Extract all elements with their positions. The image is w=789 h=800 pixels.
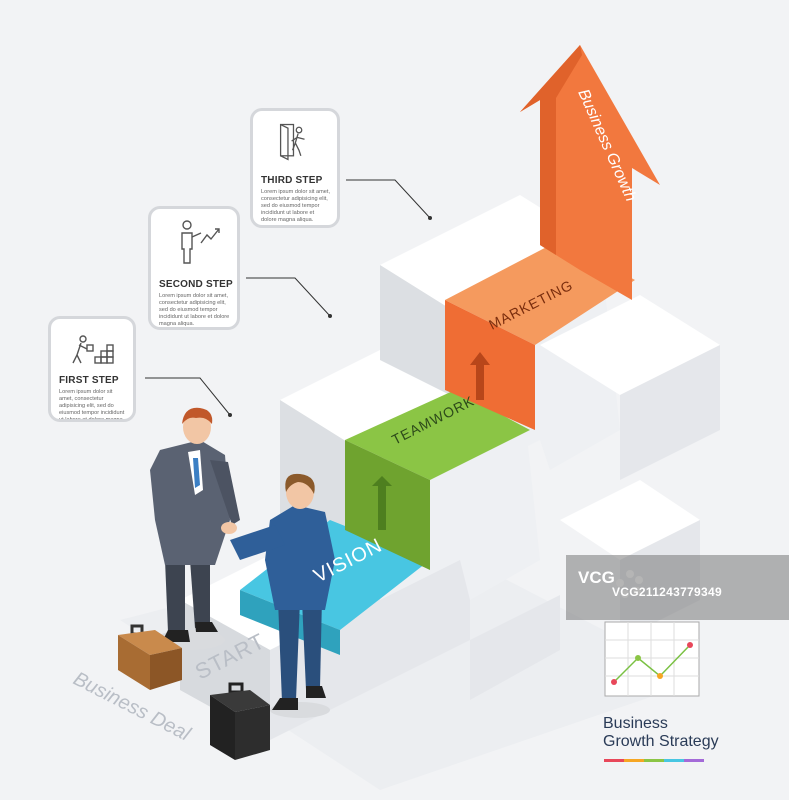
legend-bar-blue bbox=[664, 759, 684, 762]
legend-color-bar bbox=[604, 759, 704, 762]
connector-third-dot bbox=[428, 216, 432, 220]
exit-door-icon bbox=[279, 123, 305, 161]
third-step-body: Lorem ipsum dolor sit amet, consectetur … bbox=[261, 189, 331, 223]
stair-3-side bbox=[380, 265, 460, 400]
growth-arrow-shade bbox=[520, 45, 582, 255]
briefcase-black bbox=[210, 682, 270, 760]
third-step-title: THIRD STEP bbox=[261, 175, 323, 186]
legend-bar-red bbox=[604, 759, 624, 762]
first-step-card: FIRST STEP Lorem ipsum dolor sit amet, c… bbox=[48, 316, 136, 422]
legend-title: Business Growth Strategy bbox=[603, 715, 719, 751]
legend-bar-purple bbox=[684, 759, 704, 762]
marketing-arrow-icon bbox=[470, 352, 490, 400]
stair-6-front bbox=[470, 595, 560, 700]
teamwork-top bbox=[345, 390, 530, 480]
presenter-chart-icon bbox=[181, 220, 220, 264]
connector-first-dot bbox=[228, 413, 232, 417]
second-step-title: SECOND STEP bbox=[159, 279, 233, 290]
stair-4-front bbox=[620, 345, 720, 480]
connector-second-dot bbox=[328, 314, 332, 318]
stair-4-top bbox=[540, 295, 720, 395]
teamwork-front bbox=[345, 440, 430, 570]
second-step-card: SECOND STEP Lorem ipsum dolor sit amet, … bbox=[148, 206, 240, 330]
teamwork-arrow-icon bbox=[372, 476, 392, 530]
businessman-right bbox=[221, 473, 335, 718]
watermark-logo: VCG bbox=[578, 568, 615, 587]
first-step-title: FIRST STEP bbox=[59, 375, 119, 386]
legend-chart bbox=[604, 621, 700, 697]
watermark-code: VCG211243779349 bbox=[612, 585, 722, 599]
briefcase-brown bbox=[118, 624, 182, 690]
legend-title-line1: Business bbox=[603, 715, 668, 732]
worker-boxes-icon bbox=[72, 335, 114, 364]
legend-bar-green bbox=[644, 759, 664, 762]
watermark-panel bbox=[566, 555, 789, 620]
connector-second bbox=[246, 277, 331, 317]
connector-third bbox=[346, 179, 431, 219]
first-step-body: Lorem ipsum dolor sit amet, consectetur … bbox=[59, 389, 125, 422]
stair-5-top bbox=[560, 480, 700, 560]
legend-title-line2: Growth Strategy bbox=[603, 733, 719, 750]
second-step-body: Lorem ipsum dolor sit amet, consectetur … bbox=[159, 293, 230, 327]
third-step-card: THIRD STEP Lorem ipsum dolor sit amet, c… bbox=[250, 108, 340, 228]
businessman-left bbox=[150, 407, 240, 650]
legend-bar-orange bbox=[624, 759, 644, 762]
connector-first bbox=[145, 377, 231, 416]
